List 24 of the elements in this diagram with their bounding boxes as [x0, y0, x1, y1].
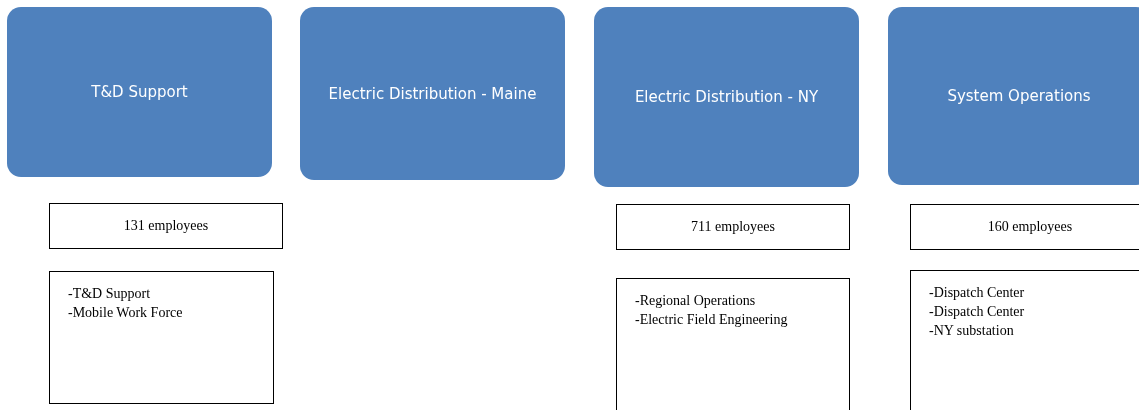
unit-list-box — [49, 271, 274, 404]
employee-count-box — [910, 204, 1139, 250]
unit-item: -Mobile Work Force — [68, 304, 183, 322]
unit-item: -Dispatch Center — [929, 284, 1025, 302]
department-title: System Operations — [947, 87, 1091, 105]
unit-item: -NY substation — [929, 322, 1014, 340]
unit-item: -T&D Support — [68, 285, 151, 303]
department-box — [300, 7, 565, 180]
employee-count-box — [616, 204, 850, 250]
department-box — [594, 7, 859, 187]
department-box — [7, 7, 272, 177]
employee-count: 131 employees — [123, 218, 209, 234]
unit-list-box — [910, 270, 1139, 410]
employee-count: 711 employees — [691, 219, 775, 235]
employee-count: 160 employees — [987, 219, 1073, 235]
department-title: Electric Distribution - NY — [634, 88, 819, 106]
unit-item: -Electric Field Engineering — [635, 311, 788, 329]
department-box — [888, 7, 1139, 185]
unit-item: -Dispatch Center — [929, 303, 1025, 321]
employee-count-box — [49, 203, 283, 249]
unit-item: -Regional Operations — [635, 292, 756, 310]
department-title: Electric Distribution - Maine — [328, 84, 537, 103]
unit-list-box — [616, 278, 850, 410]
department-title: T&D Support — [91, 83, 188, 101]
